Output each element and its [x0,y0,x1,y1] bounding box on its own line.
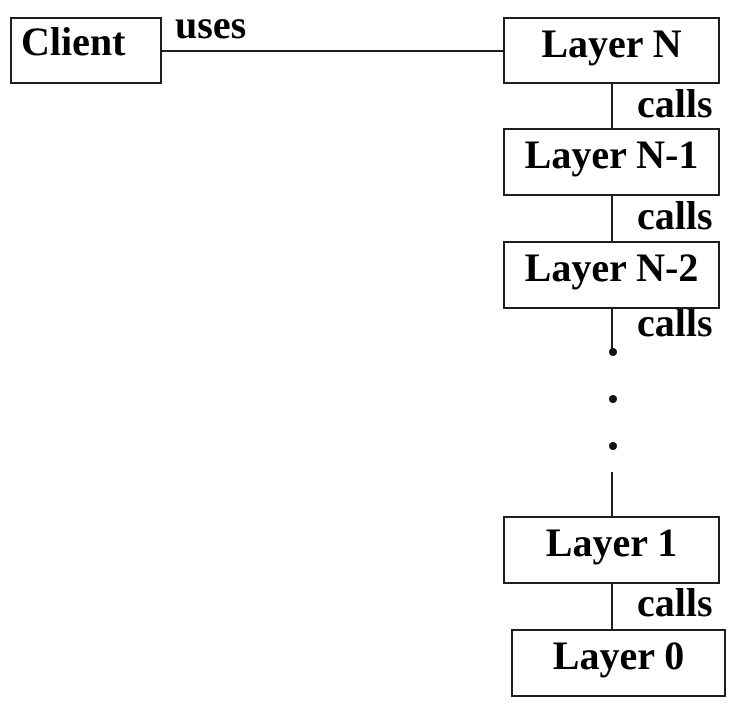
edge-line-ellipsis-to-layer1 [611,472,613,516]
node-client: Client [10,17,162,84]
uses-edge-line [160,50,503,52]
node-layer-n-1: Layer N-1 [503,128,720,196]
calls-edge-line-n-to-n1 [611,84,613,128]
node-layer-n-2: Layer N-2 [503,241,720,309]
ellipsis-dot [609,348,617,356]
node-layer-0: Layer 0 [511,629,726,697]
calls-edge-label-1: calls [637,81,713,126]
ellipsis-dot [609,442,617,450]
calls-edge-label-4: calls [637,580,713,625]
uses-edge-label: uses [175,2,247,47]
calls-edge-line-n2-to-ellipsis [611,309,613,349]
ellipsis-dot [609,395,617,403]
calls-edge-label-2: calls [637,193,713,238]
node-layer-n: Layer N [503,17,720,84]
calls-edge-line-n1-to-n2 [611,196,613,241]
calls-edge-label-3: calls [637,300,713,345]
node-layer-1: Layer 1 [503,516,720,584]
calls-edge-line-layer1-to-layer0 [611,584,613,629]
